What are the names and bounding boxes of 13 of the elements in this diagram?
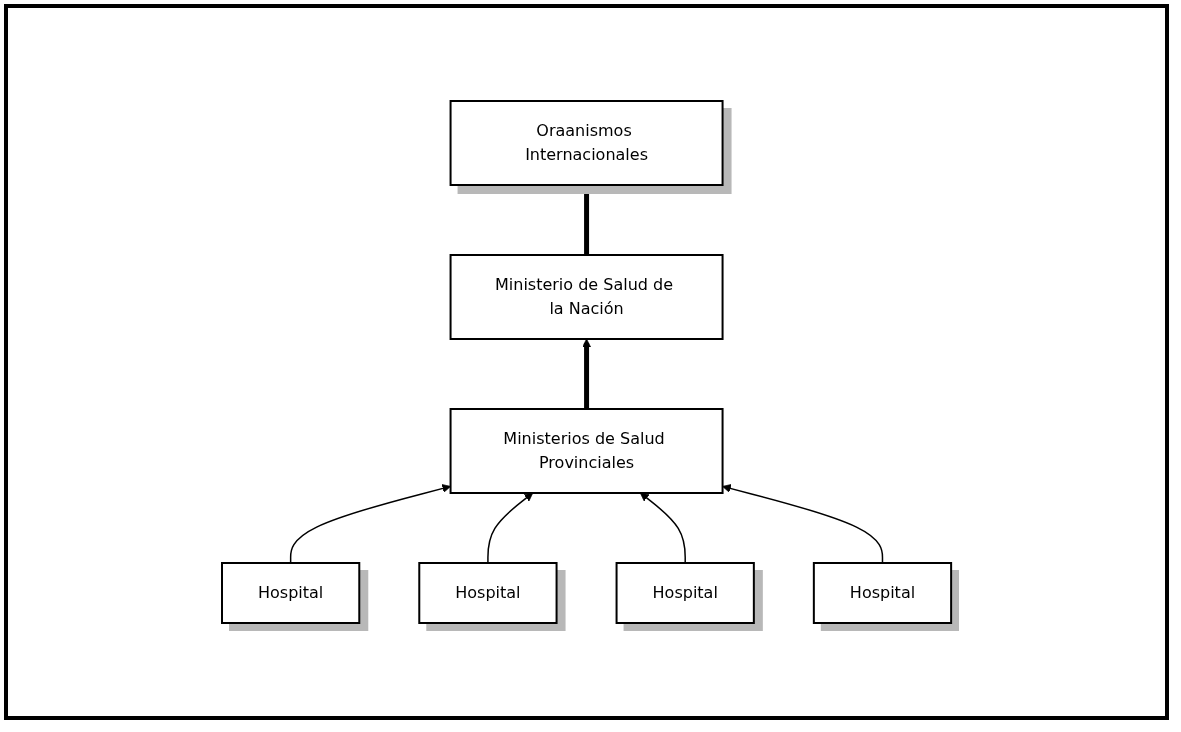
node-box: Hospital <box>812 562 953 624</box>
arrow <box>722 484 884 564</box>
node-box: Oraanismos Internacionales <box>449 100 724 186</box>
node-box: Hospital <box>220 562 361 624</box>
arrow <box>582 338 591 409</box>
arrow <box>639 492 686 564</box>
node-box: Ministerios de Salud Provinciales <box>449 408 724 494</box>
arrow <box>582 184 591 255</box>
node-box: Hospital <box>418 562 558 624</box>
node-box: Ministerio de Salud de la Nación <box>449 254 724 340</box>
arrow <box>289 484 451 564</box>
arrow <box>487 492 534 564</box>
node-box: Hospital <box>615 562 755 624</box>
